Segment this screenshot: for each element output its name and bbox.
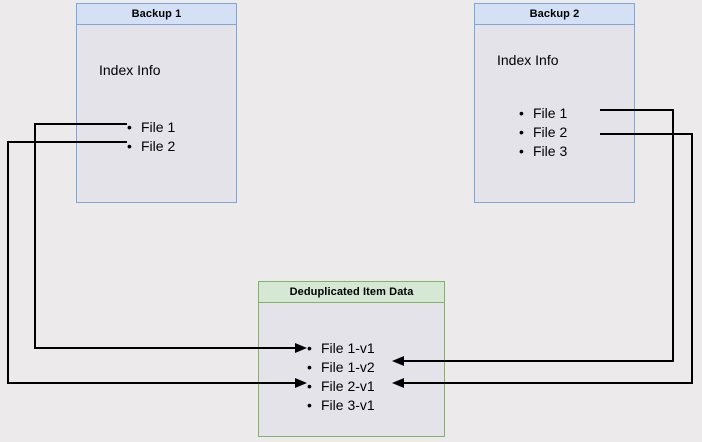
- list-item[interactable]: File 1: [125, 118, 175, 137]
- dedup-header-label: Deduplicated Item Data: [289, 286, 414, 298]
- backup-1-header-label: Backup 1: [131, 8, 182, 20]
- list-item[interactable]: File 3: [517, 142, 567, 161]
- backup-2-box[interactable]: Backup 2 Index Info File 1 File 2 File 3: [474, 3, 635, 203]
- backup-1-header: Backup 1: [77, 4, 236, 25]
- list-item[interactable]: File 3-v1: [305, 396, 375, 415]
- backup-2-header: Backup 2: [475, 4, 634, 25]
- list-item[interactable]: File 2: [125, 137, 175, 156]
- list-item[interactable]: File 2-v1: [305, 377, 375, 396]
- backup-2-subtitle: Index Info: [497, 52, 559, 68]
- list-item[interactable]: File 1: [517, 104, 567, 123]
- deduplicated-item-data-box[interactable]: Deduplicated Item Data File 1-v1 File 1-…: [258, 281, 445, 437]
- backup-2-item-list: File 1 File 2 File 3: [517, 104, 567, 161]
- list-item[interactable]: File 1-v2: [305, 358, 375, 377]
- list-item[interactable]: File 2: [517, 123, 567, 142]
- list-item[interactable]: File 1-v1: [305, 339, 375, 358]
- backup-1-item-list: File 1 File 2: [125, 118, 175, 156]
- backup-1-subtitle: Index Info: [99, 62, 161, 78]
- backup-1-box[interactable]: Backup 1 Index Info File 1 File 2: [76, 3, 237, 203]
- dedup-header: Deduplicated Item Data: [259, 282, 444, 303]
- dedup-item-list: File 1-v1 File 1-v2 File 2-v1 File 3-v1: [305, 339, 375, 415]
- backup-2-header-label: Backup 2: [529, 8, 580, 20]
